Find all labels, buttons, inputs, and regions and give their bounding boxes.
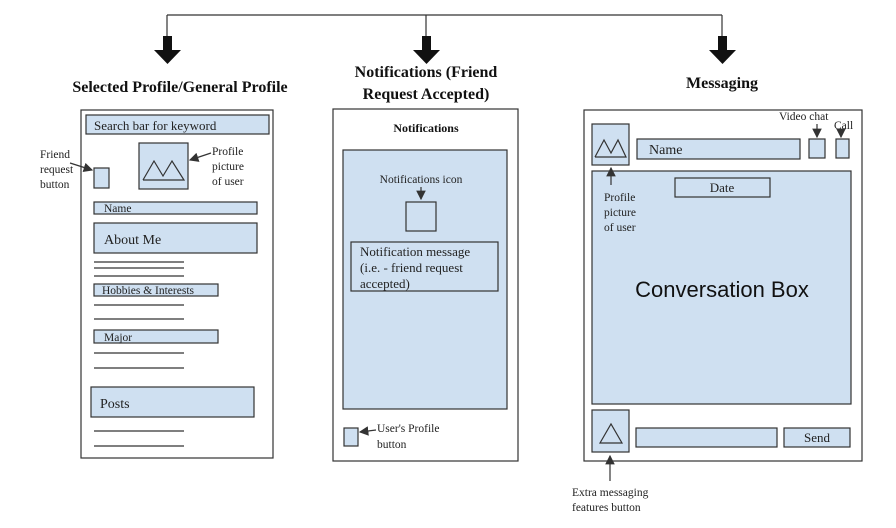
notifications-title-line1: Notifications (Friend — [355, 64, 498, 81]
video-chat-button[interactable] — [808, 138, 826, 159]
hobbies-section — [93, 283, 219, 297]
posts-label: Posts — [100, 397, 130, 412]
extra-features-label-2: features button — [572, 502, 641, 514]
profile-wireframe: Search bar for keyword Profile picture o… — [40, 109, 274, 459]
profile-picture-label-1: Profile — [212, 146, 243, 158]
notification-message-line3: accepted) — [360, 276, 410, 291]
down-arrow-icon — [154, 36, 181, 64]
notification-message-line1: Notification message — [360, 244, 470, 259]
video-chat-label: Video chat — [779, 111, 829, 123]
name-field — [93, 201, 258, 215]
send-button-label: Send — [804, 430, 831, 445]
user-profile-button-label-1: User's Profile — [377, 423, 439, 435]
messaging-wireframe: Name Video chat Call Date Conversation B… — [572, 109, 863, 514]
user-profile-button-label-2: button — [377, 439, 407, 451]
message-input[interactable] — [635, 427, 778, 448]
friend-request-label-2: request — [40, 164, 74, 176]
friend-request-button[interactable] — [93, 167, 110, 189]
name-label: Name — [104, 203, 131, 215]
date-box — [674, 177, 771, 198]
posts-section — [90, 386, 255, 418]
top-connector — [166, 14, 723, 38]
messaging-name-field — [636, 138, 801, 160]
messaging-picture-label-1: Profile — [604, 192, 635, 204]
conversation-box[interactable] — [591, 170, 852, 405]
conversation-box-label: Conversation Box — [635, 277, 809, 302]
date-label: Date — [710, 180, 735, 195]
down-arrow-icon — [413, 36, 440, 64]
notifications-icon[interactable] — [405, 201, 437, 232]
notifications-wireframe: Notifications Notifications icon Notific… — [332, 108, 519, 462]
messaging-title: Messaging — [686, 75, 758, 92]
extra-features-label-1: Extra messaging — [572, 487, 649, 499]
friend-request-label-1: Friend — [40, 149, 70, 161]
search-bar-label: Search bar for keyword — [94, 118, 217, 133]
messaging-profile-picture — [591, 123, 630, 166]
profile-picture-label-2: picture — [212, 161, 244, 173]
hobbies-label: Hobbies & Interests — [102, 285, 195, 297]
search-bar[interactable] — [85, 114, 270, 135]
messaging-picture-label-3: of user — [604, 222, 636, 234]
call-label: Call — [834, 120, 853, 132]
messaging-name-label: Name — [649, 143, 682, 158]
friend-request-label-3: button — [40, 179, 70, 191]
profile-picture — [138, 142, 189, 190]
call-button[interactable] — [835, 138, 850, 159]
notifications-icon-label: Notifications icon — [380, 174, 463, 186]
notification-message-line2: (i.e. - friend request — [360, 260, 463, 275]
extra-features-button[interactable] — [591, 409, 630, 453]
about-me-label: About Me — [104, 233, 161, 248]
send-button[interactable] — [783, 427, 851, 448]
user-profile-button[interactable] — [343, 427, 359, 447]
profile-title: Selected Profile/General Profile — [72, 79, 287, 96]
about-me-section — [93, 222, 258, 254]
notifications-header: Notifications — [393, 121, 459, 135]
down-arrow-icon — [709, 36, 736, 64]
notifications-title-line2: Request Accepted) — [363, 86, 490, 103]
major-label: Major — [104, 332, 132, 344]
profile-picture-label-3: of user — [212, 176, 244, 188]
major-section — [93, 329, 219, 344]
notification-message-box[interactable] — [350, 241, 499, 292]
messaging-picture-label-2: picture — [604, 207, 636, 219]
